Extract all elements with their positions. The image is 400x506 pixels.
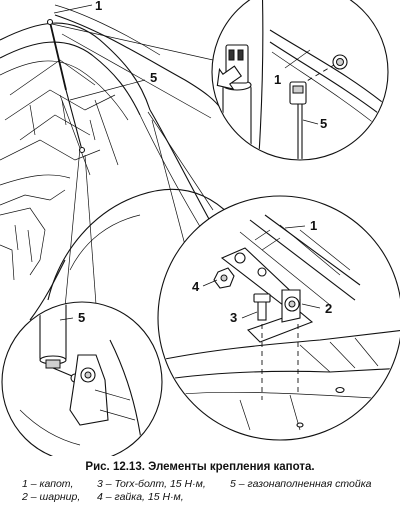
hood-mount-diagram: 1 5 1 5 1 4 2 3 5 [0,0,400,456]
legend-item-2: 2 – шарнир, [22,491,81,503]
callout-1-right: 1 [310,218,317,233]
inset-upper-mount [211,0,389,161]
callout-3: 3 [230,310,237,325]
gas-strut-main [46,18,86,154]
callout-5-inset: 5 [320,116,327,131]
legend-item-5: 5 – газонаполненная стойка [230,478,372,490]
inset-hinge [157,195,400,441]
car-body-drawing [0,4,231,321]
caption-title: Рис. 12.13. Элементы крепления капота. [85,461,315,473]
legend-item-1: 1 – капот, [22,478,74,490]
callout-1-top: 1 [95,0,102,13]
legend-item-4: 4 – гайка, 15 Н·м, [97,491,184,503]
callout-2: 2 [325,301,332,316]
callouts: 1 5 1 5 1 4 2 3 5 [53,0,332,325]
figure-caption: Рис. 12.13. Элементы крепления капота. 1… [0,458,400,506]
callout-1-inset: 1 [274,72,281,87]
callout-4: 4 [192,279,200,294]
leader-lines [51,23,214,319]
inset-lower-mount [1,301,163,456]
legend-item-3: 3 – Torx-болт, 15 Н·м, [97,478,206,490]
callout-5-top: 5 [150,70,157,85]
callout-5-left: 5 [78,310,85,325]
